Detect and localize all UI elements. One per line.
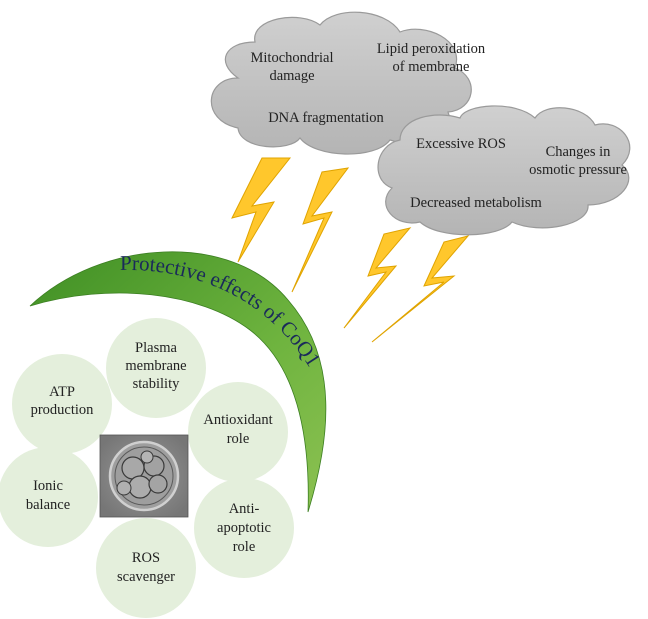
embryo-micrograph-image (99, 434, 189, 518)
osmotic-pressure-line1: Changes in (546, 144, 612, 160)
apoptotic-line1: Anti- (229, 501, 260, 517)
plasma-line1: Plasma (135, 340, 177, 356)
lower-cloud (377, 105, 631, 236)
effect-antioxidant: Antioxidant role (188, 382, 288, 482)
effect-atp-production: ATP production (12, 354, 112, 454)
mitochondrial-damage-line2: damage (269, 68, 314, 84)
plasma-line3: stability (133, 376, 180, 392)
mitochondrial-damage-line1: Mitochondrial (251, 50, 334, 66)
lightning-bolts (231, 157, 470, 343)
lightning-bolt-icon (291, 167, 350, 293)
ionic-line1: Ionic (33, 478, 63, 494)
plasma-line2: membrane (125, 358, 186, 374)
lipid-peroxidation-line1: Lipid peroxidation (377, 41, 486, 57)
effect-ros-scavenger: ROS scavenger (96, 518, 196, 618)
protective-shield-arc (29, 251, 327, 513)
lipid-peroxidation-line2: of membrane (393, 59, 470, 75)
excessive-ros-label: Excessive ROS (416, 136, 506, 152)
lightning-bolt-icon (231, 157, 292, 263)
apoptotic-line2: apoptotic (217, 520, 271, 536)
dna-fragmentation-label: DNA fragmentation (268, 110, 384, 126)
ionic-line2: balance (26, 497, 70, 513)
osmotic-pressure-line2: osmotic pressure (529, 162, 627, 178)
decreased-metabolism-label: Decreased metabolism (410, 195, 542, 211)
lightning-bolt-icon (371, 235, 470, 343)
upper-cloud (210, 11, 472, 155)
antioxidant-line2: role (227, 431, 250, 447)
effect-anti-apoptotic: Anti- apoptotic role (194, 478, 294, 578)
ros-scavenger-line2: scavenger (117, 569, 175, 585)
lightning-bolt-icon (343, 227, 412, 329)
apoptotic-line3: role (233, 539, 256, 555)
atp-line1: ATP (49, 384, 75, 400)
ros-scavenger-line1: ROS (132, 550, 160, 566)
atp-line2: production (31, 402, 95, 418)
antioxidant-line1: Antioxidant (203, 412, 272, 428)
effect-plasma-membrane: Plasma membrane stability (106, 318, 206, 418)
effect-ionic-balance: Ionic balance (0, 447, 98, 547)
